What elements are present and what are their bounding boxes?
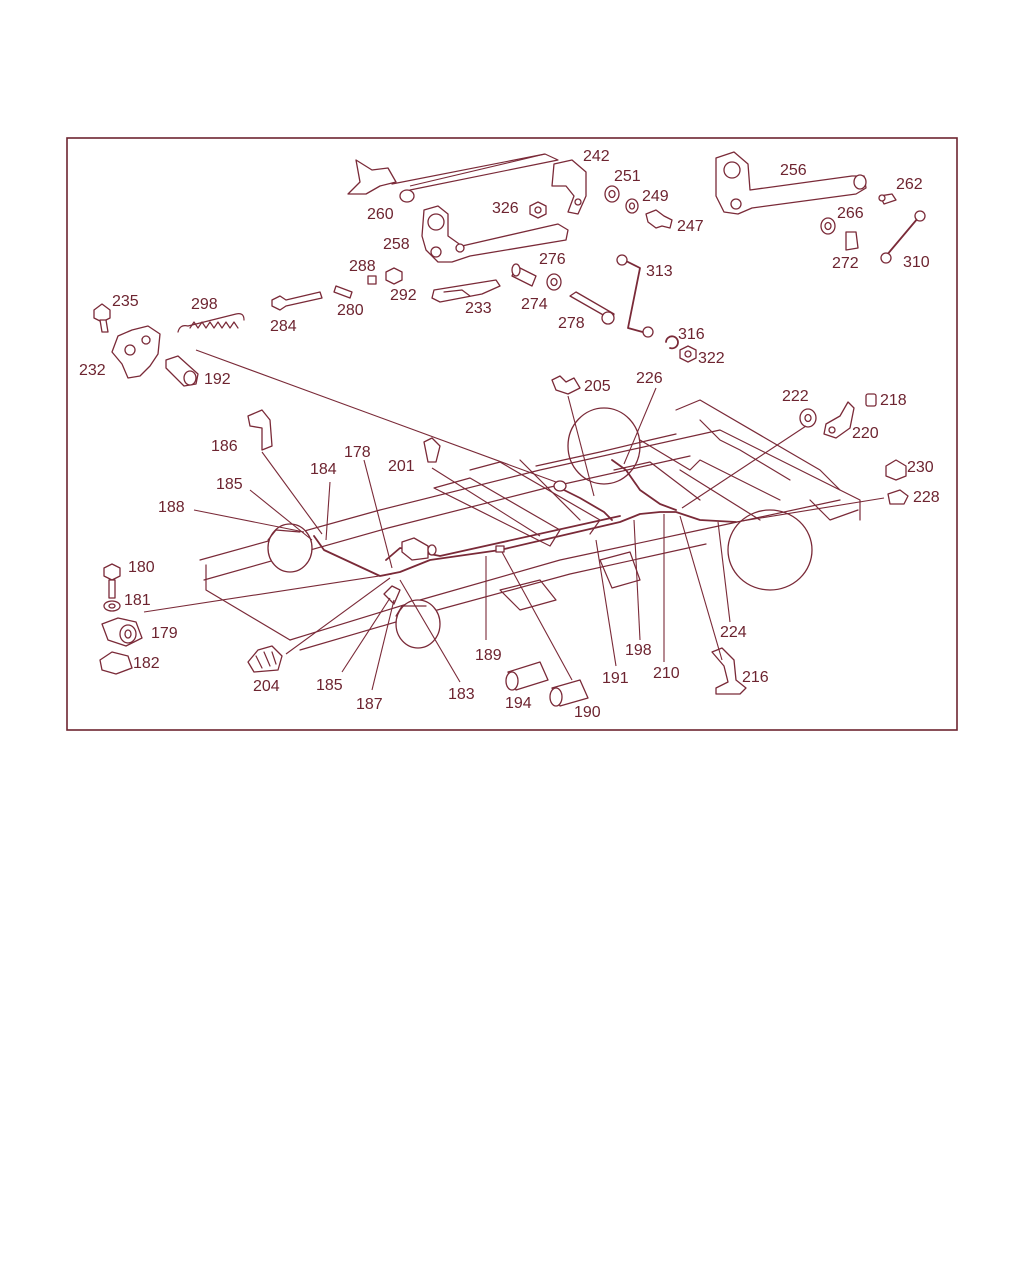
label-262: 262 [896, 176, 923, 193]
label-228: 228 [913, 489, 940, 506]
label-326: 326 [492, 200, 519, 217]
label-276: 276 [539, 251, 566, 268]
label-189: 189 [475, 647, 502, 664]
label-185-upper: 185 [216, 476, 243, 493]
label-256: 256 [780, 162, 807, 179]
label-180: 180 [128, 559, 155, 576]
label-182: 182 [133, 655, 160, 672]
label-210: 210 [653, 665, 680, 682]
label-226: 226 [636, 370, 663, 387]
label-260: 260 [367, 206, 394, 223]
label-266: 266 [837, 205, 864, 222]
label-247: 247 [677, 218, 704, 235]
label-316: 316 [678, 326, 705, 343]
label-232: 232 [79, 362, 106, 379]
leader-lines [143, 153, 885, 691]
label-198: 198 [625, 642, 652, 659]
diagram-frame [66, 137, 958, 731]
label-216: 216 [742, 669, 769, 686]
chassis-frame [99, 375, 909, 707]
label-230: 230 [907, 459, 934, 476]
upper-linkage-assembly [93, 151, 926, 387]
label-249: 249 [642, 188, 669, 205]
label-313: 313 [646, 263, 673, 280]
label-242: 242 [583, 148, 610, 165]
label-192: 192 [204, 371, 231, 388]
label-274: 274 [521, 296, 548, 313]
label-288: 288 [349, 258, 376, 275]
label-292: 292 [390, 287, 417, 304]
label-205: 205 [584, 378, 611, 395]
label-178: 178 [344, 444, 371, 461]
label-258: 258 [383, 236, 410, 253]
label-181: 181 [124, 592, 151, 609]
label-233: 233 [465, 300, 492, 317]
label-185-lower: 185 [316, 677, 343, 694]
label-235: 235 [112, 293, 139, 310]
label-272: 272 [832, 255, 859, 272]
label-322: 322 [698, 350, 725, 367]
label-194: 194 [505, 695, 532, 712]
label-218: 218 [880, 392, 907, 409]
label-298: 298 [191, 296, 218, 313]
label-224: 224 [720, 624, 747, 641]
label-184: 184 [310, 461, 337, 478]
label-187: 187 [356, 696, 383, 713]
part-labels: 242 251 249 256 262 260 326 247 266 258 … [79, 148, 940, 721]
label-191: 191 [602, 670, 629, 687]
label-190: 190 [574, 704, 601, 721]
label-183: 183 [448, 686, 475, 703]
label-188: 188 [158, 499, 185, 516]
label-222: 222 [782, 388, 809, 405]
label-201: 201 [388, 458, 415, 475]
label-278: 278 [558, 315, 585, 332]
label-179: 179 [151, 625, 178, 642]
label-186: 186 [211, 438, 238, 455]
label-284: 284 [270, 318, 297, 335]
label-251: 251 [614, 168, 641, 185]
label-310: 310 [903, 254, 930, 271]
label-220: 220 [852, 425, 879, 442]
label-204: 204 [253, 678, 280, 695]
label-280: 280 [337, 302, 364, 319]
